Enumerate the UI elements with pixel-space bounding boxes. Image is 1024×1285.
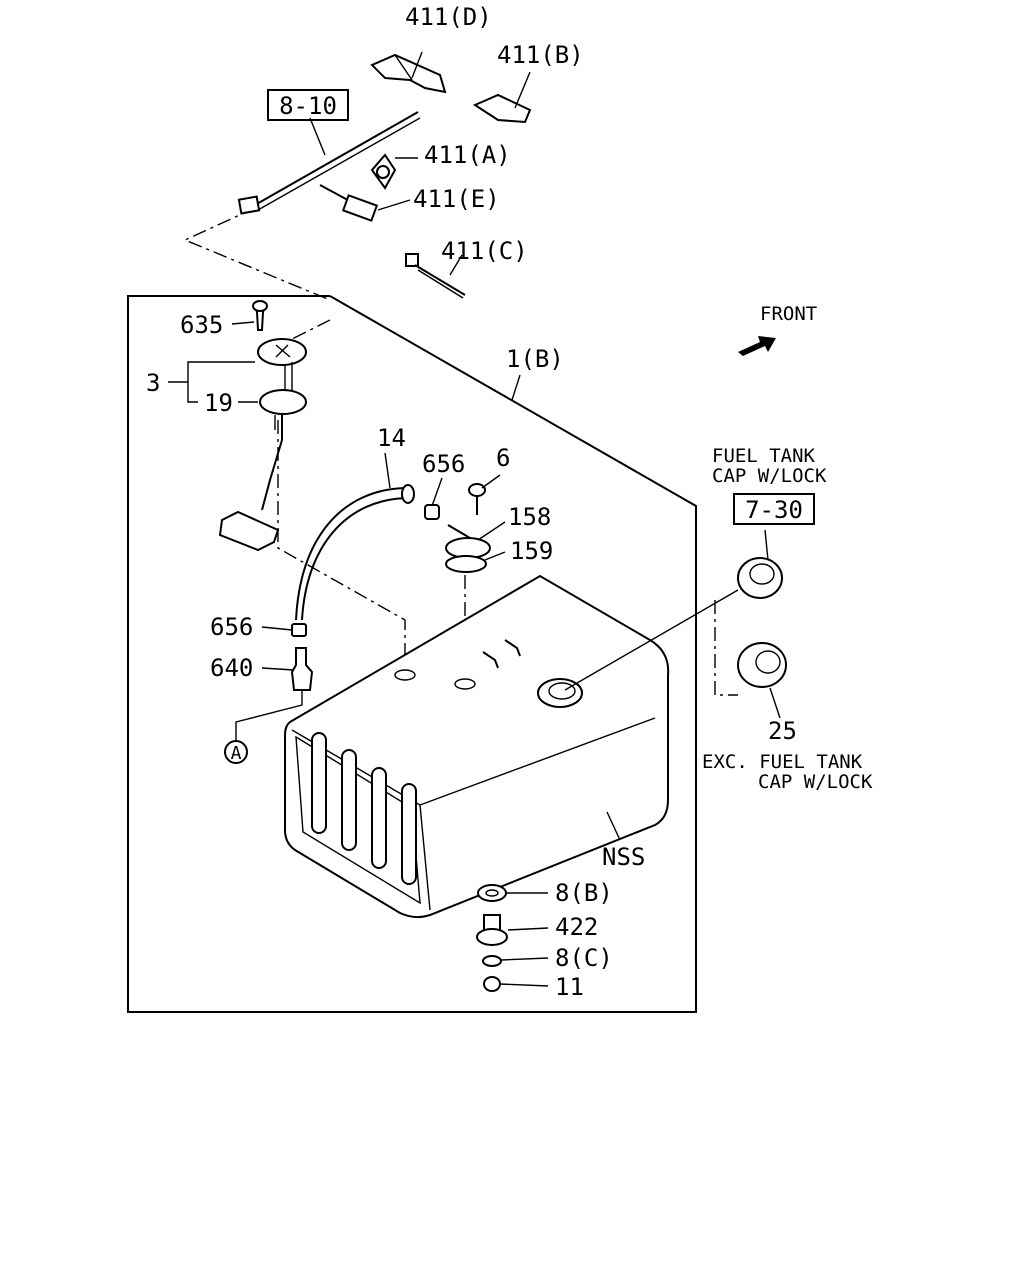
clip-411a (370, 153, 397, 190)
label-411e: 411(E) (413, 185, 500, 213)
ref-7-30-text: 7-30 (745, 496, 803, 524)
ref-box-7-30: 7-30 (733, 493, 815, 525)
tie-411c (405, 253, 466, 299)
cap-lock-note-line2: CAP W/LOCK (712, 465, 827, 487)
fuel-cap-with-lock (737, 557, 783, 599)
label-8b: 8(B) (555, 879, 613, 907)
label-411d: 411(D) (405, 3, 492, 31)
fuel-tank (284, 574, 670, 919)
label-411c: 411(C) (441, 237, 528, 265)
cap-lock-note-line1: FUEL TANK (712, 445, 816, 467)
label-11: 11 (555, 973, 584, 1001)
assembly-frame (127, 295, 697, 1013)
exc-note-line1: EXC. FUEL TANK (702, 751, 863, 773)
callout-a: A (224, 740, 248, 764)
label-a: A (231, 743, 242, 764)
ref-box-8-10: 8-10 (267, 89, 349, 121)
label-159: 159 (510, 537, 553, 565)
front-arrow-icon (738, 336, 776, 356)
drain-parts (476, 884, 508, 992)
clip-411b (472, 93, 532, 124)
label-635: 635 (180, 311, 223, 339)
part-labels: 411(D) 411(B) 411(A) 411(E) 411(C) 635 3… (146, 3, 797, 1001)
sender-unit (218, 300, 307, 552)
fitting-640 (290, 647, 314, 691)
hose-14 (295, 484, 415, 621)
fuel-cap-25 (737, 642, 787, 688)
label-422: 422 (555, 913, 598, 941)
clip-411e (319, 184, 379, 222)
ref-8-10-text: 8-10 (279, 92, 337, 120)
label-1b: 1(B) (506, 345, 564, 373)
label-158: 158 (508, 503, 551, 531)
label-3: 3 (146, 369, 160, 397)
label-411b: 411(B) (497, 41, 584, 69)
clip-411d (370, 53, 447, 94)
label-411a: 411(A) (424, 141, 511, 169)
screw-6 (468, 483, 486, 515)
clamp-656-left (291, 623, 307, 637)
label-8c: 8(C) (555, 944, 613, 972)
label-640: 640 (210, 654, 253, 682)
label-656-top: 656 (422, 450, 465, 478)
front-label: FRONT (760, 303, 817, 325)
notes: FRONT FUEL TANK CAP W/LOCK EXC. FUEL TAN… (702, 303, 873, 793)
label-19: 19 (204, 389, 233, 417)
label-nss: NSS (602, 843, 645, 871)
gasket-158-159 (445, 524, 491, 573)
clamp-656-top (424, 504, 440, 520)
label-6: 6 (496, 444, 510, 472)
label-25: 25 (768, 717, 797, 745)
leader-lines (168, 51, 781, 987)
exc-note-line2: CAP W/LOCK (758, 771, 873, 793)
label-656-left: 656 (210, 613, 253, 641)
wire-harness (237, 111, 421, 215)
label-14: 14 (377, 424, 406, 452)
